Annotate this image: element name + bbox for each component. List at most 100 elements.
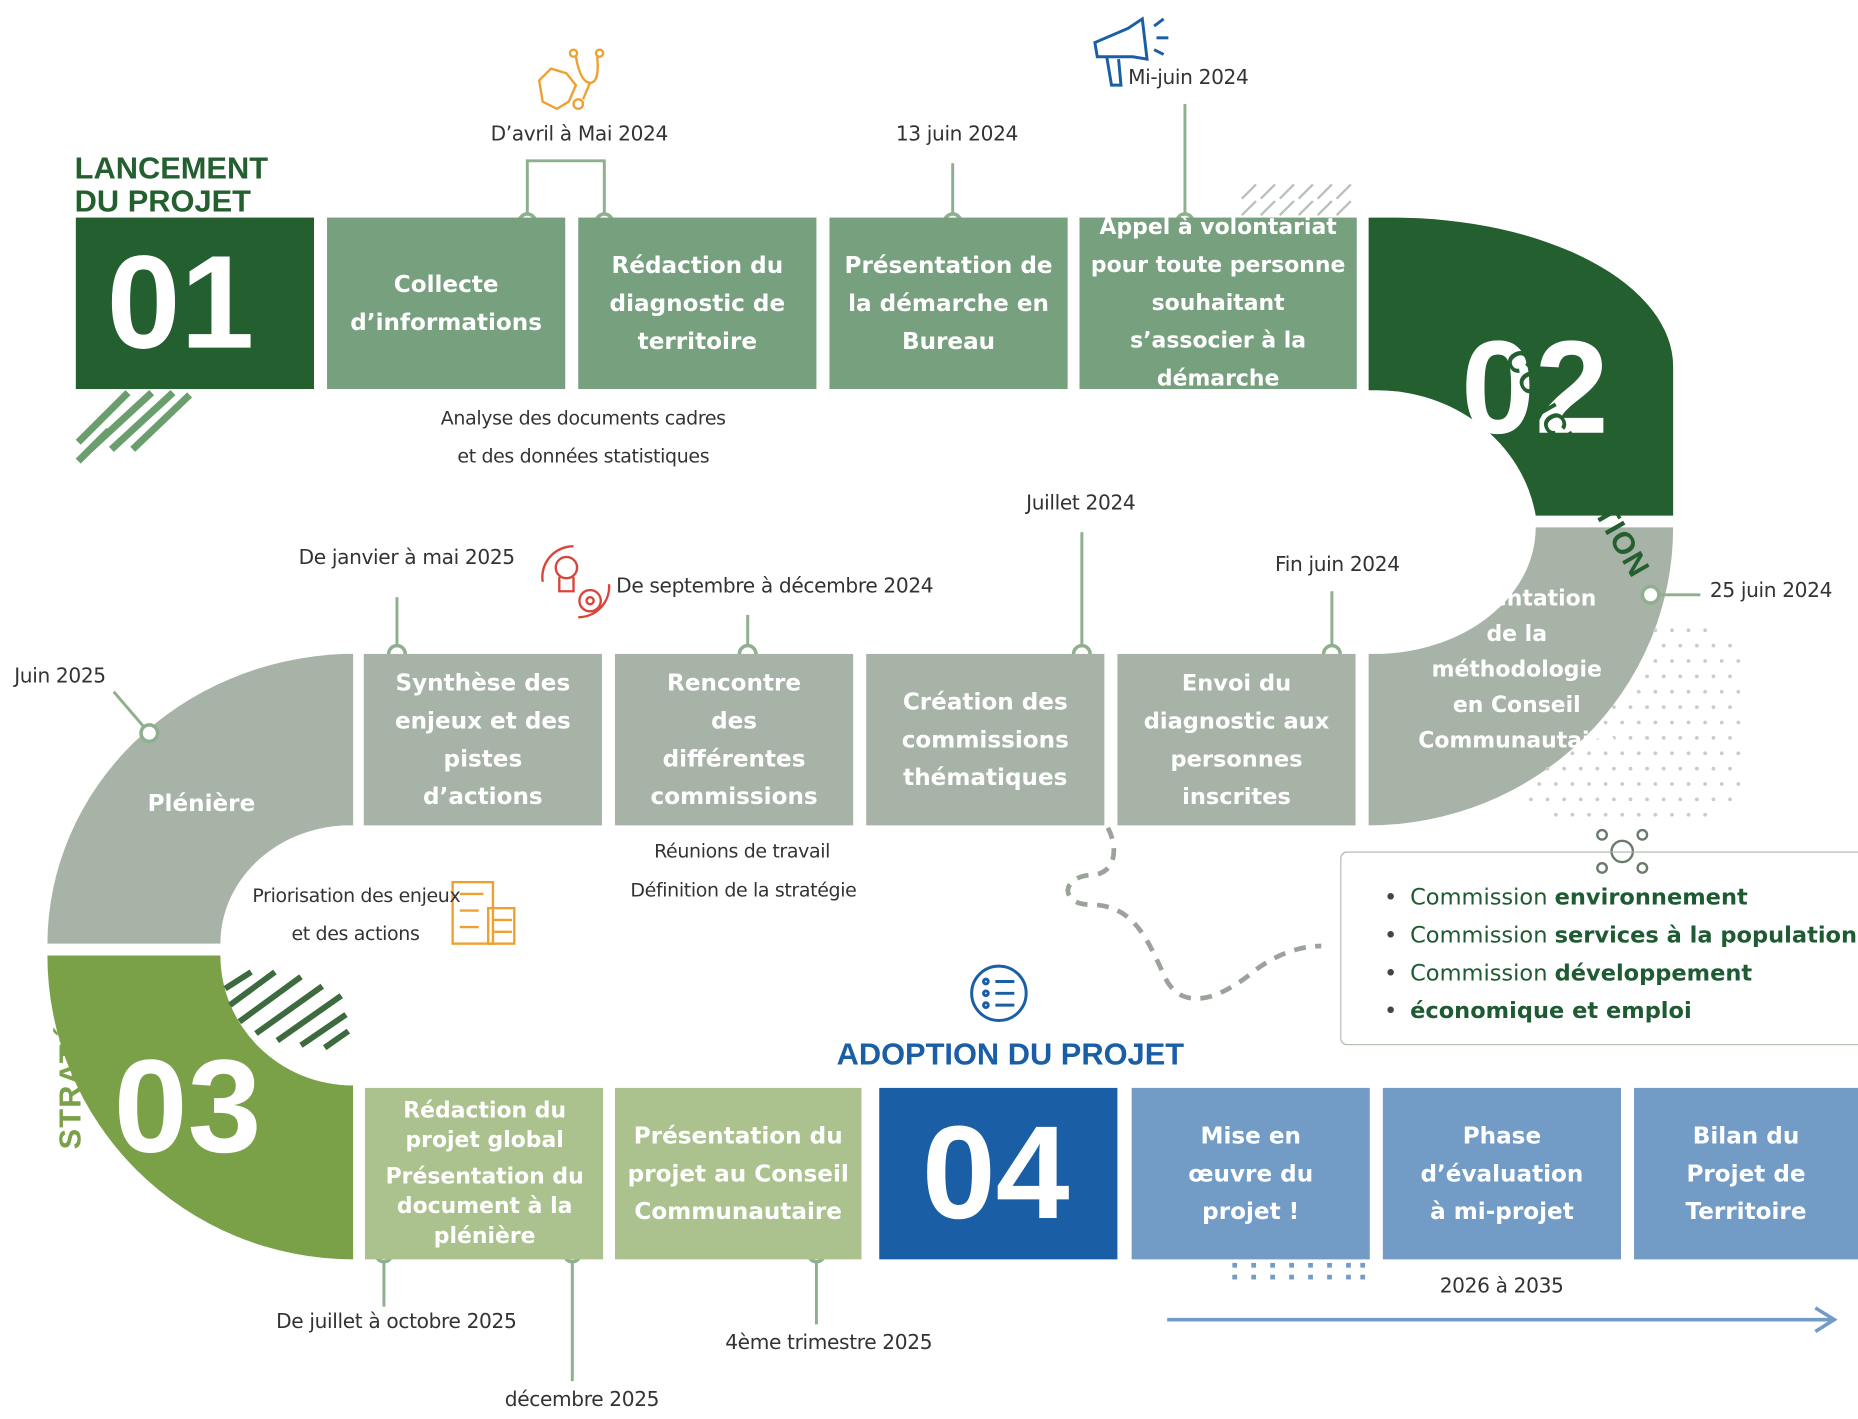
- pattern-dot: [1711, 705, 1716, 710]
- box-pleniere: Plénière: [147, 789, 256, 818]
- pattern-dot: [1603, 812, 1608, 817]
- commission-name: environnement: [1554, 884, 1748, 911]
- pattern-dot: [1694, 797, 1699, 802]
- curve-02-bottom: [1368, 527, 1674, 826]
- pattern-dot: [1670, 689, 1674, 694]
- box-envoi-diagnostic: Envoi du diagnostic aux personnes inscri…: [1117, 653, 1356, 826]
- pattern-dot: [1620, 782, 1625, 786]
- date-juillet-octobre-2025: De juillet à octobre 2025: [276, 1310, 517, 1334]
- pattern-dot: [1620, 812, 1625, 817]
- commission-prefix: Commission: [1410, 922, 1555, 949]
- date-13-juin: 13 juin 2024: [895, 122, 1019, 147]
- pattern-dot: [1670, 628, 1674, 633]
- commission-prefix: Commission: [1410, 884, 1555, 911]
- pattern-dot: [1603, 720, 1608, 725]
- pattern-dot: [1670, 720, 1674, 725]
- pattern-dot: [1694, 643, 1699, 648]
- box-presentation-conseil: Présentation du projet au Conseil Commun…: [614, 1087, 862, 1260]
- commissions-box: Commission environnement Commission serv…: [1340, 851, 1858, 1046]
- box-redaction-diagnostic: Rédaction du diagnostic de territoire: [578, 217, 817, 390]
- pattern-dot: [1645, 705, 1649, 710]
- commission-developpement: Commission développement: [1384, 954, 1858, 992]
- date-25-juin: 25 juin 2024: [1709, 579, 1833, 604]
- pattern-dot: [1587, 812, 1591, 817]
- pattern-dot: [1694, 735, 1699, 740]
- hatch-02: [1240, 183, 1352, 217]
- pattern-dot: [1670, 812, 1674, 817]
- phase-03-number: 03: [113, 1032, 262, 1181]
- pattern-dot: [1628, 797, 1633, 802]
- pattern-dot: [1678, 766, 1683, 771]
- pattern-dot: [1678, 674, 1683, 679]
- pattern-dot: [1620, 751, 1625, 756]
- phase-02-number: 02: [1461, 313, 1609, 462]
- phase-01-title-line1: LANCEMENT: [74, 150, 269, 186]
- pattern-dot: [1653, 689, 1658, 694]
- date-2026-2035: 2026 à 2035: [1439, 1274, 1564, 1299]
- box-collecte: Collecte d’informations: [327, 217, 566, 390]
- pattern-dot: [1612, 797, 1616, 802]
- date-4eme-trimestre-2025: 4ème trimestre 2025: [725, 1331, 933, 1356]
- commission-developpement-cont: économique et emploi: [1384, 992, 1858, 1030]
- pattern-dot: [1670, 782, 1674, 786]
- pattern-dot: [1578, 797, 1583, 802]
- date-fin-juin-2024: Fin juin 2024: [1275, 553, 1400, 578]
- phase-01-number: 01: [106, 228, 255, 377]
- box-appel-volontariat: Appel à volontariat pour toute personne …: [1079, 215, 1357, 391]
- box-mise-en-oeuvre: Mise en œuvre du projet !: [1131, 1087, 1370, 1260]
- pattern-dot: [1736, 689, 1741, 694]
- pattern-dot: [1711, 643, 1716, 648]
- phase-01-block: [75, 217, 315, 390]
- pattern-dot: [1719, 782, 1724, 786]
- pattern-dot: [1595, 797, 1600, 802]
- date-avril-mai: D’avril à Mai 2024: [490, 122, 669, 147]
- pattern-dot: [1628, 735, 1633, 740]
- commission-services: Commission services à la population: [1384, 916, 1858, 954]
- phase-04-title: ADOPTION DU PROJET: [836, 1035, 1185, 1072]
- pattern-dot: [1645, 674, 1649, 679]
- pattern-dot: [1694, 705, 1699, 710]
- phase-04-number: 04: [921, 1098, 1070, 1247]
- pattern-dot: [1711, 674, 1716, 679]
- pattern-dot: [1570, 782, 1575, 786]
- pattern-dot: [1653, 751, 1658, 756]
- note-reunions-l2: Définition de la stratégie: [630, 878, 857, 902]
- pattern-dot: [1595, 735, 1600, 740]
- pattern-dot: [1728, 766, 1732, 771]
- box-presentation-document: Présentation du document à la plénière: [385, 1164, 584, 1249]
- pattern-dot: [1661, 766, 1666, 771]
- commission-name: économique et emploi: [1410, 998, 1692, 1025]
- box-synthese: Synthèse des enjeux et des pistes d’acti…: [363, 653, 602, 826]
- pattern-dot: [1736, 720, 1741, 725]
- curve-02-top: [1368, 217, 1674, 516]
- pattern-dot: [1653, 782, 1658, 786]
- pattern-dot: [1612, 705, 1616, 710]
- pattern-dot: [1628, 766, 1633, 771]
- pattern-dot: [1578, 766, 1583, 771]
- pattern-dot: [1703, 812, 1708, 817]
- note-analyse-l1: Analyse des documents cadres: [440, 406, 726, 430]
- pattern-dot: [1587, 782, 1591, 786]
- pattern-dot: [1553, 782, 1558, 786]
- pattern-dot: [1653, 812, 1658, 817]
- pattern-dot: [1661, 797, 1666, 802]
- pattern-dot: [1636, 720, 1641, 725]
- pattern-dot: [1562, 797, 1567, 802]
- pattern-dot: [1636, 751, 1641, 756]
- dashed-wiggle: [1065, 826, 1322, 1001]
- pattern-dot: [1636, 782, 1641, 786]
- pattern-dot: [1686, 689, 1691, 694]
- box-bilan: Bilan du Projet de Territoire: [1634, 1087, 1858, 1260]
- group-discussion-icon: [1594, 827, 1650, 876]
- pattern-dot: [1529, 797, 1533, 802]
- pattern-dot: [1703, 720, 1708, 725]
- pattern-dot: [1694, 674, 1699, 679]
- pattern-dot: [1612, 735, 1616, 740]
- box-creation-commissions: Création des commissions thématiques: [866, 653, 1105, 826]
- megaphone-icon: [1093, 16, 1169, 87]
- date-septembre-decembre-2024: De septembre à décembre 2024: [616, 574, 934, 599]
- france-map-stethoscope-icon: [537, 48, 605, 111]
- date-mi-juin: Mi-juin 2024: [1128, 66, 1249, 90]
- pattern-dot: [1736, 782, 1741, 786]
